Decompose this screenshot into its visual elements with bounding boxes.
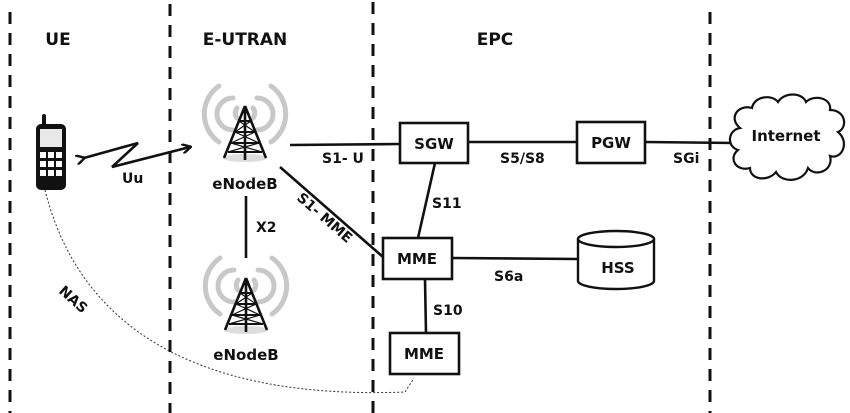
enodeb-bottom-label: eNodeB [213,346,278,364]
section-title-eutran: E-UTRAN [203,30,288,50]
s11-link [416,162,437,239]
nas-link [44,189,415,394]
x2-label: X2 [256,220,277,236]
section-title-epc: EPC [477,30,514,50]
mme-label: MME [397,250,437,268]
section-title-ue: UE [45,30,70,50]
database-cylinder-icon [576,229,656,291]
cell-tower-icon [205,258,286,334]
sgi-link [644,140,736,145]
sgw-box [398,121,470,165]
s1mme-link [279,166,384,258]
enodeb-bottom [205,258,286,334]
sgi-label: SGi [673,151,699,167]
hss-label: HSS [601,259,635,277]
uu-label: Uu [122,171,143,187]
s1u-label: S1- U [322,151,364,167]
mme2-label: MME [404,345,444,363]
pgw-label: PGW [591,134,631,152]
mobile-phone-icon [36,114,66,190]
s10-label: S10 [433,303,463,319]
s1mme-label: S1- MME [293,190,355,247]
cell-tower-icon [204,86,285,162]
s1u-link [289,142,401,147]
pgw-box [575,120,647,165]
cloud-icon [728,93,846,181]
s6a-link [451,256,579,261]
mme2-box [388,331,461,376]
s10-link [423,278,428,334]
s5s8-label: S5/S8 [500,151,545,167]
nas-label: NAS [55,283,90,317]
sgw-label: SGW [414,135,454,153]
s11-label: S11 [432,196,462,212]
enodeb-top-label: eNodeB [212,175,277,193]
enodeb-top [204,86,285,162]
uu-link [84,141,190,169]
s6a-label: S6a [494,269,523,285]
internet-label: Internet [751,127,820,145]
